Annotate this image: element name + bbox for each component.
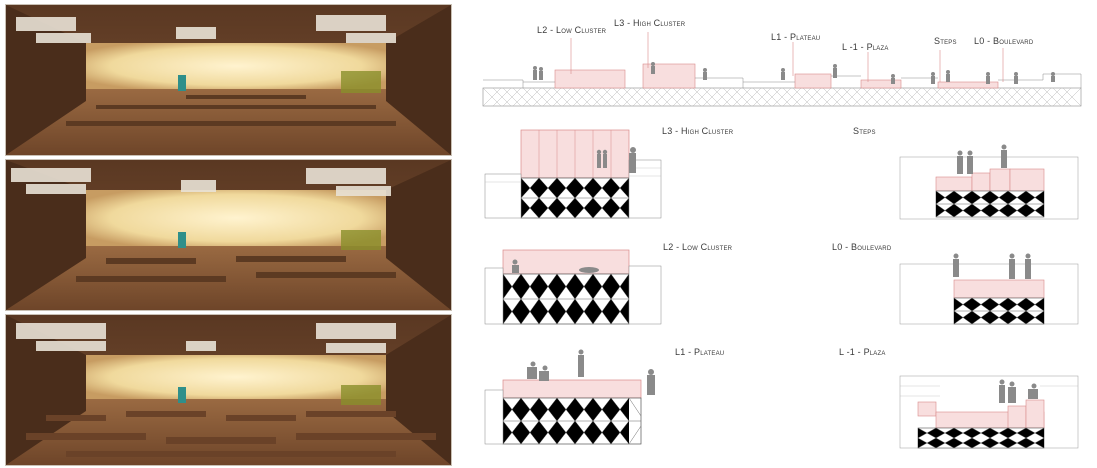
overview-label-l2: L2 - Low Cluster bbox=[537, 25, 607, 35]
overview-leader-lines bbox=[570, 32, 1004, 82]
detail-steps bbox=[899, 144, 1080, 220]
render-view-3-image bbox=[6, 315, 451, 465]
overview-label-l1: L1 - Plateau bbox=[771, 32, 821, 42]
detail-low-cluster bbox=[484, 246, 665, 326]
detail-plateau bbox=[484, 349, 665, 450]
render-view-1-image bbox=[6, 5, 451, 155]
detail-plateau-drawing bbox=[484, 349, 655, 445]
detail-title-plaza: L -1 - Plaza bbox=[839, 347, 886, 357]
detail-title-high-cluster: L3 - High Cluster bbox=[662, 126, 734, 136]
overview-label-l3: L3 - High Cluster bbox=[614, 18, 686, 28]
overview-label-steps: Steps bbox=[934, 36, 957, 46]
detail-steps-drawing bbox=[899, 144, 1079, 220]
overview-section bbox=[482, 60, 1083, 110]
render-view-2 bbox=[5, 159, 452, 311]
detail-boulevard-drawing bbox=[899, 253, 1079, 325]
overview-label-l0: L0 - Boulevard bbox=[974, 36, 1034, 46]
detail-boulevard bbox=[899, 250, 1080, 326]
overview-label-lm1: L -1 - Plaza bbox=[842, 42, 889, 52]
detail-low-cluster-drawing bbox=[484, 249, 662, 325]
detail-title-plateau: L1 - Plateau bbox=[675, 347, 725, 357]
detail-high-cluster-drawing bbox=[484, 129, 662, 219]
detail-plaza-drawing bbox=[899, 375, 1079, 449]
render-view-2-image bbox=[6, 160, 451, 310]
render-view-1 bbox=[5, 4, 452, 156]
detail-plaza bbox=[899, 372, 1080, 452]
overview-section-drawing bbox=[482, 62, 1082, 107]
detail-title-low-cluster: L2 - Low Cluster bbox=[663, 242, 733, 252]
detail-high-cluster bbox=[484, 129, 665, 220]
detail-title-boulevard: L0 - Boulevard bbox=[832, 242, 892, 252]
detail-title-steps: Steps bbox=[853, 126, 876, 136]
render-view-3 bbox=[5, 314, 452, 466]
